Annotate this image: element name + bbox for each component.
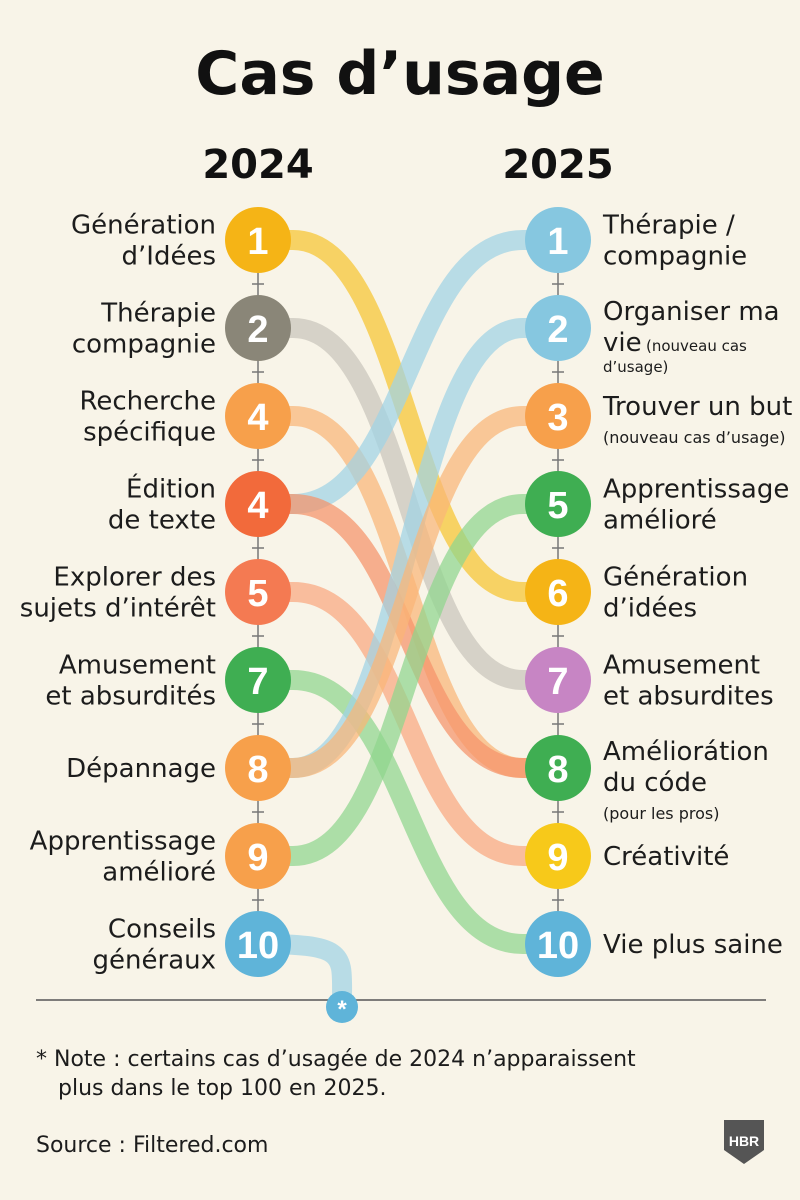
right-note-1-a: (nouveau cas (646, 337, 747, 355)
left-rank-0: 1 (247, 221, 268, 263)
footnote-line-1: * Note : certains cas d’usagée de 2024 n… (36, 1047, 636, 1072)
right-rank-5: 7 (547, 661, 568, 703)
right-label-3-line-0: Apprentissage (603, 475, 789, 505)
rank-link-8 (248, 406, 568, 778)
left-label-1-line-1: compagnie (72, 330, 216, 360)
right-badge-5 (525, 647, 591, 713)
rank-links (248, 230, 568, 1010)
hbr-logo-shape (724, 1120, 764, 1164)
left-label-5-line-0: Amusement (59, 651, 216, 681)
left-badge-1 (225, 295, 291, 361)
right-note-6: (pour les pros) (603, 804, 719, 823)
left-label-3-line-1: de texte (108, 506, 216, 536)
left-label-5-line-1: et absurdités (45, 682, 216, 712)
left-rank-6: 8 (247, 749, 268, 791)
rank-link-0 (248, 230, 568, 602)
right-rank-3: 5 (547, 485, 568, 527)
right-label-3-line-1: amélioré (603, 506, 717, 536)
right-rank-4: 6 (547, 573, 568, 615)
left-badge-3 (225, 471, 291, 537)
right-badge-6 (525, 735, 591, 801)
source-text: Source : Filtered.com (36, 1133, 268, 1158)
right-label-8-line-0: Vie plus saine (603, 930, 783, 960)
footnote-line-2: plus dans le top 100 en 2025. (58, 1076, 386, 1101)
footnote-star-symbol: * (337, 996, 347, 1023)
right-label-6-line-1: du códe (603, 768, 707, 798)
right-badge-3 (525, 471, 591, 537)
left-label-0-line-0: Génération (71, 211, 216, 241)
left-label-4-line-0: Explorer des (53, 563, 216, 593)
right-label-4-line-0: Génération (603, 563, 748, 593)
right-badge-1 (525, 295, 591, 361)
right-rank-0: 1 (547, 221, 568, 263)
left-rank-1: 2 (247, 309, 268, 351)
left-badge-0 (225, 207, 291, 273)
rank-link-4 (248, 494, 568, 778)
left-rank-4: 5 (247, 573, 268, 615)
rank-badges: 1 2 4 4 5 7 8 9 10 1 2 3 5 6 7 8 9 10 (225, 207, 591, 977)
left-label-7-line-1: amélioré (102, 858, 216, 888)
left-label-4-line-1: sujets d’intérêt (20, 594, 216, 624)
left-label-0-line-1: d’Idées (122, 242, 216, 272)
right-badge-4 (525, 559, 591, 625)
right-label-5-line-0: Amusement (603, 651, 760, 681)
column-header-2024: 2024 (202, 142, 313, 188)
column-header-2025: 2025 (502, 142, 613, 188)
left-label-2-line-1: spécifique (83, 418, 216, 448)
right-label-6-line-0: Améliorátion (603, 737, 769, 767)
left-badge-2 (225, 383, 291, 449)
left-label-8-line-1: généraux (93, 946, 216, 976)
right-rank-1: 2 (547, 309, 568, 351)
left-label-7-line-0: Apprentissage (30, 827, 216, 857)
right-note-2: (nouveau cas d’usage) (603, 428, 785, 447)
footnote-star-badge (326, 991, 358, 1023)
right-label-1-line-0: Organiser ma (603, 297, 780, 327)
right-label-2-line-0: Trouver un but (602, 392, 792, 422)
left-rank-7: 9 (247, 837, 268, 879)
hbr-logo-text: HBR (729, 1133, 759, 1149)
right-label-0-line-1: compagnie (603, 242, 747, 272)
right-note-1-b: d’usage) (603, 358, 668, 376)
right-label-0-line-0: Thérapie / (602, 211, 735, 241)
right-rank-2: 3 (547, 397, 568, 439)
left-badge-8 (225, 911, 291, 977)
right-badge-7 (525, 823, 591, 889)
right-label-1-line-1: vie (603, 328, 642, 358)
left-label-6-line-0: Dépannage (66, 754, 216, 784)
left-rank-5: 7 (247, 661, 268, 703)
page-title: Cas d’usage (195, 39, 604, 109)
right-rank-8: 10 (537, 925, 579, 967)
left-badge-4 (225, 559, 291, 625)
rank-link-1 (248, 318, 568, 690)
right-badge-8 (525, 911, 591, 977)
rank-link-3 (248, 230, 568, 514)
left-label-3-line-0: Édition (126, 473, 216, 505)
right-badge-2 (525, 383, 591, 449)
rank-link-6 (248, 670, 568, 954)
left-rank-3: 4 (247, 485, 268, 527)
right-label-7-line-0: Créativité (603, 842, 729, 872)
left-label-8-line-0: Conseils (108, 915, 216, 945)
right-label-4-line-1: d’idées (603, 594, 697, 624)
right-badge-0 (525, 207, 591, 273)
left-badge-6 (225, 735, 291, 801)
right-rank-7: 9 (547, 837, 568, 879)
left-label-2-line-0: Recherche (79, 387, 216, 417)
left-rank-2: 4 (247, 397, 268, 439)
rank-link-9 (248, 494, 568, 866)
left-badge-5 (225, 647, 291, 713)
right-label-5-line-1: et absurdites (603, 682, 774, 712)
left-rank-8: 10 (237, 925, 279, 967)
rank-link-5 (248, 582, 568, 866)
right-rank-6: 8 (547, 749, 568, 791)
rank-labels: Générationd’IdéesThérapiecompagnieRecher… (20, 211, 793, 976)
left-badge-7 (225, 823, 291, 889)
left-label-1-line-0: Thérapie (100, 299, 216, 329)
